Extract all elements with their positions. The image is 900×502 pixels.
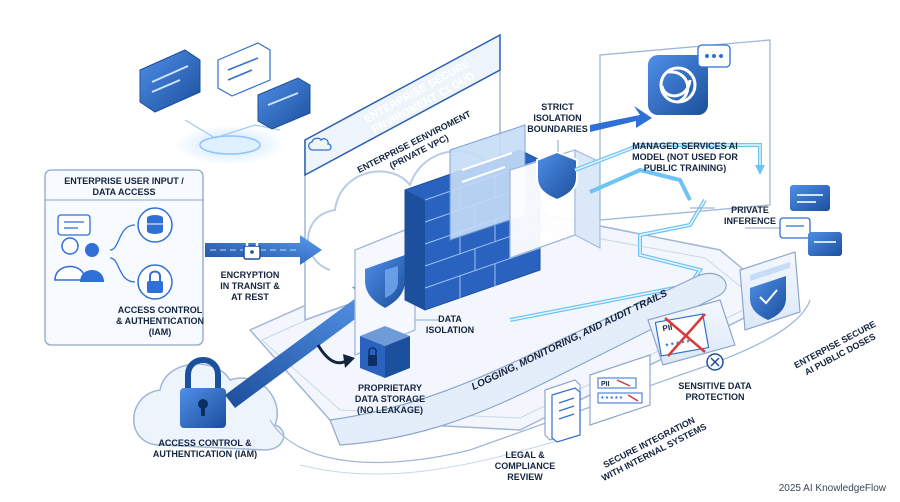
connector-lines bbox=[415, 140, 715, 321]
sensitive-data-card: PII * * * * * bbox=[647, 299, 736, 371]
outer-flow-ring bbox=[269, 299, 811, 475]
inference-flow bbox=[509, 106, 765, 322]
ai-knot-logo-icon bbox=[648, 55, 708, 115]
encryption-label: ENCRYPTION IN TRANSIT & AT REST bbox=[220, 270, 280, 302]
shield-icon bbox=[536, 150, 578, 202]
secure-ai-panel bbox=[739, 251, 801, 331]
chat-bubble-icon bbox=[697, 44, 731, 68]
iam-right-label: ACCESS CONTROL & AUTHENTICATION (IAM) bbox=[116, 305, 204, 337]
shield-icon bbox=[750, 276, 786, 320]
proprietary-storage-label: PROPRIETARY DATA STORAGE (NO LEAKAGE) bbox=[354, 383, 426, 415]
data-isolation-wall bbox=[354, 225, 416, 356]
masked-value: * * * * * bbox=[601, 396, 623, 403]
encryption-arrow bbox=[205, 235, 322, 265]
private-inference-label: PRIVATE INFERENCE bbox=[723, 205, 776, 226]
close-icon bbox=[706, 353, 724, 371]
database-icon bbox=[137, 207, 173, 243]
iam-arrow bbox=[225, 280, 392, 408]
chat-bubble-icon bbox=[257, 77, 311, 130]
padlock-icon bbox=[243, 235, 261, 260]
footer-credit: 2025 AI KnowledgeFlow bbox=[778, 483, 886, 494]
secure-integration: PII * * * * * bbox=[589, 354, 651, 426]
chat-bubble-icon bbox=[808, 232, 842, 256]
padlock-icon bbox=[180, 357, 226, 428]
chat-bubble-icon bbox=[57, 214, 91, 236]
managed-ai-label: MANAGED SERVICES AI MODEL (NOT USED FOR … bbox=[632, 141, 738, 173]
managed-ai-panel bbox=[599, 39, 771, 221]
document-icon bbox=[544, 379, 581, 443]
sensitive-data-label: SENSITIVE DATA PROTECTION bbox=[678, 381, 752, 402]
logging-band bbox=[329, 272, 727, 446]
chat-bubbles-cluster bbox=[139, 42, 311, 165]
pii-text: PII bbox=[662, 323, 673, 334]
iam-bottom-label: ACCESS CONTROL & AUTHENTICATION (IAM) bbox=[152, 438, 258, 459]
shield-icon bbox=[365, 255, 405, 308]
chat-bubble-icon bbox=[779, 217, 811, 239]
padlock-icon bbox=[137, 264, 173, 300]
inference-bubbles bbox=[745, 185, 842, 256]
data-isolation-label: DATA ISOLATION bbox=[425, 314, 475, 335]
isolation-panels bbox=[449, 124, 601, 259]
legal-review-label: LEGAL & COMPLIANCE REVIEW bbox=[494, 450, 556, 482]
chat-bubble-icon bbox=[139, 49, 201, 113]
users-icon bbox=[54, 237, 104, 282]
user-input-title: ENTERPRISE USER INPUT / DATA ACCESS bbox=[64, 176, 184, 197]
pii-text: PII bbox=[601, 381, 610, 388]
chat-bubble-icon bbox=[790, 185, 830, 211]
strict-isolation-label: STRICT ISOLATION BOUNDARIES bbox=[527, 102, 588, 134]
user-input-panel bbox=[44, 169, 204, 346]
storage-box-icon bbox=[316, 326, 410, 378]
chat-bubble-icon bbox=[217, 42, 271, 97]
